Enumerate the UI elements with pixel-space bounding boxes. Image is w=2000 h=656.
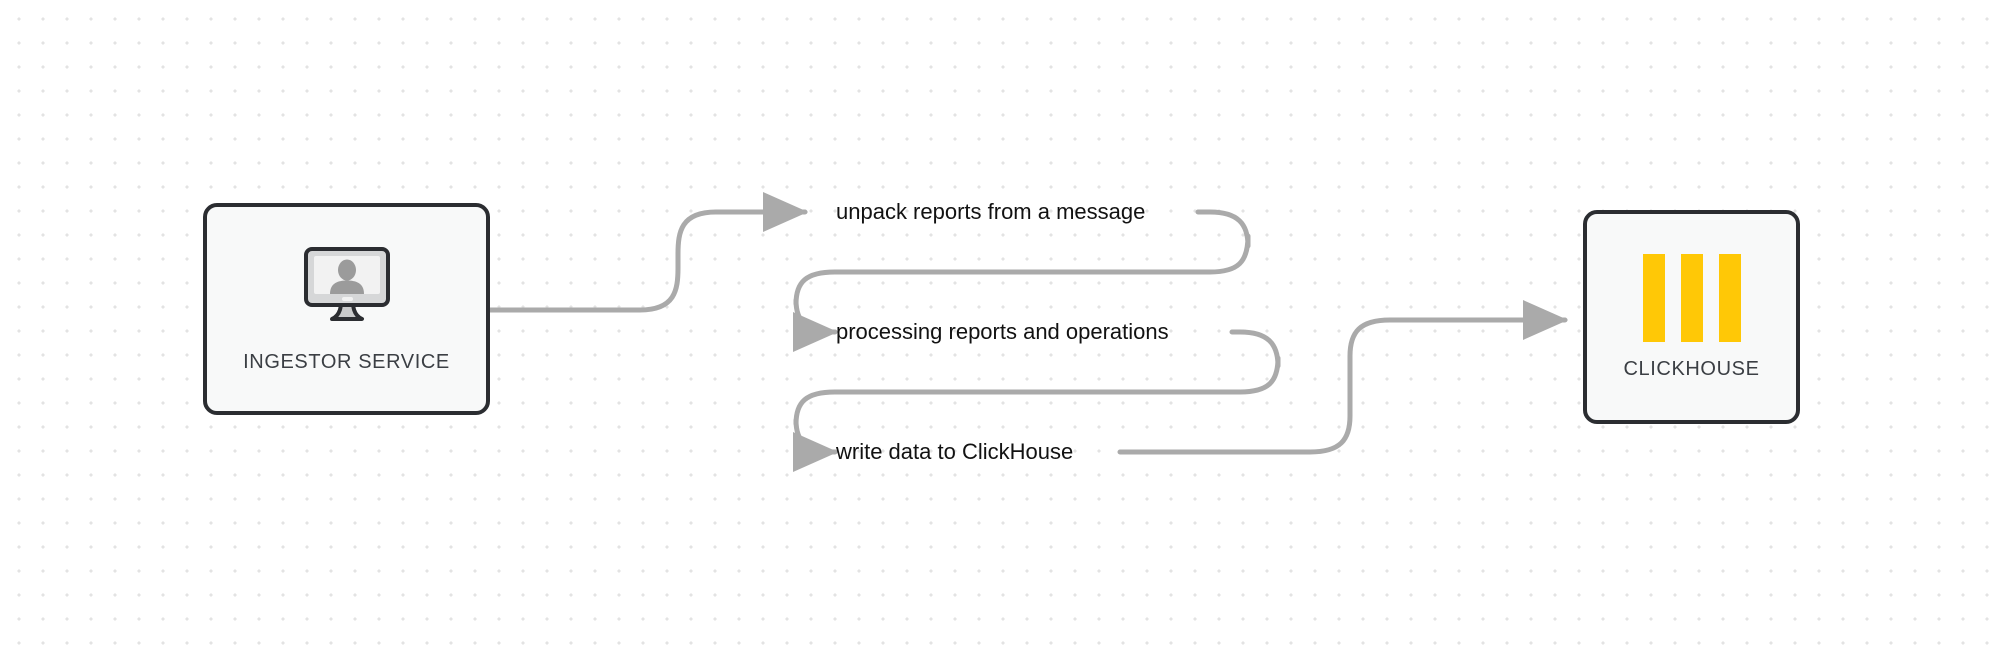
- edge-label-step-1: unpack reports from a message: [836, 199, 1146, 224]
- node-clickhouse-label: CLICKHOUSE: [1623, 357, 1760, 380]
- clickhouse-bar-1: [1642, 253, 1665, 342]
- edge-label-step-2: processing reports and operations: [836, 319, 1169, 344]
- edge-step-3-to-clickhouse: [1117, 300, 1569, 455]
- edge-label-step-3: write data to ClickHouse: [836, 439, 1074, 464]
- clickhouse-bar-2: [1680, 253, 1703, 342]
- clickhouse-bars-icon: [1642, 253, 1741, 342]
- edge-step-2-to-step-3: [792, 329, 1281, 472]
- edge-ingestor-to-step-1: [487, 192, 809, 313]
- edge-step-1-to-step-2: [792, 209, 1251, 352]
- node-clickhouse[interactable]: CLICKHOUSE: [1583, 210, 1800, 424]
- clickhouse-bar-3: [1718, 253, 1741, 342]
- monitor-user-icon: [300, 245, 394, 331]
- node-ingestor-service-label: INGESTOR SERVICE: [243, 350, 450, 373]
- node-ingestor-service[interactable]: INGESTOR SERVICE: [203, 203, 490, 415]
